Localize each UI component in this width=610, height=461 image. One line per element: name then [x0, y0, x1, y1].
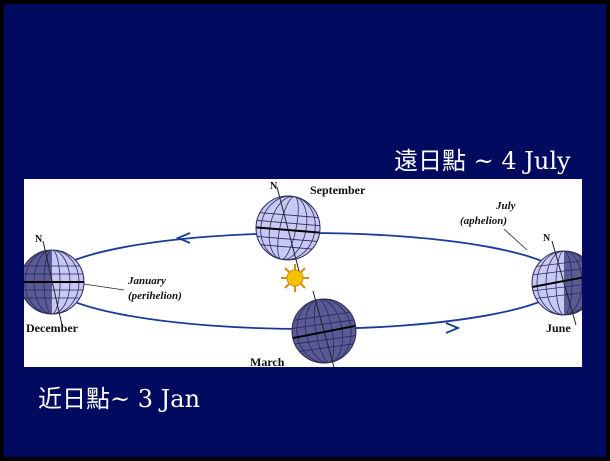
north-marker-december: N — [35, 234, 43, 245]
orbit-diagram: N December N September — [24, 179, 582, 367]
sun-icon — [281, 264, 309, 292]
perihelion-caption: 近日點~ 3 Jan — [38, 385, 201, 413]
orbit-arrow-bottom — [445, 322, 461, 334]
north-marker-september: N — [270, 181, 278, 192]
earth-september — [255, 186, 321, 272]
month-label-june: June — [546, 321, 571, 335]
month-label-december: December — [26, 321, 79, 335]
earth-december — [24, 240, 85, 326]
orbit-arrow-top — [175, 232, 191, 244]
aphelion-pointer — [503, 228, 528, 251]
annotation-january: January — [127, 275, 166, 287]
aphelion-caption: 遠日點 ~ 4 July — [394, 147, 571, 175]
annotation-july: July — [495, 200, 516, 212]
perihelion-pointer — [83, 283, 125, 291]
annotation-aphelion: (aphelion) — [460, 215, 507, 227]
slide: 遠日點 ~ 4 July — [4, 4, 606, 457]
month-label-september: September — [310, 183, 366, 197]
annotation-perihelion: (perihelion) — [128, 290, 182, 302]
north-marker-june: N — [543, 233, 551, 244]
orbit-svg: N December N September — [24, 181, 582, 367]
earth-march — [291, 290, 357, 367]
earth-june — [531, 240, 582, 326]
month-label-march: March — [250, 355, 285, 367]
